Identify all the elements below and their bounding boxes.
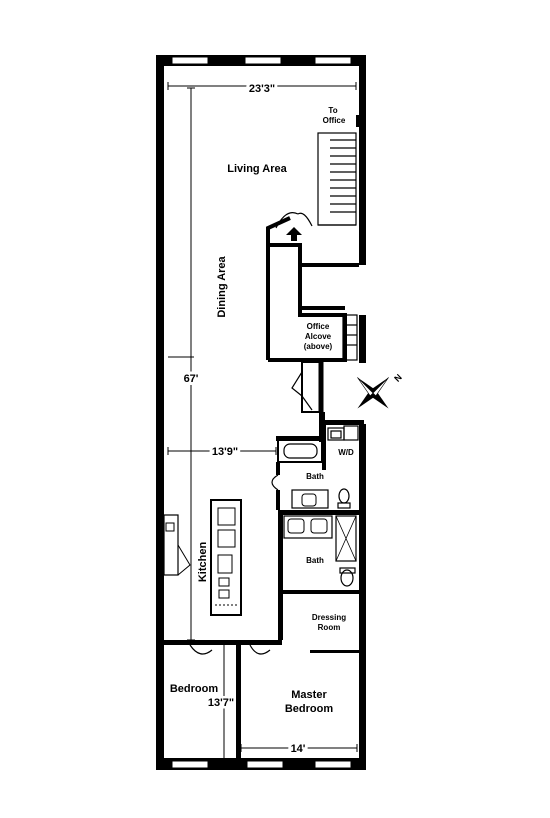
lower-bath-label: Bath: [306, 556, 324, 565]
wd-label: W/D: [338, 448, 354, 457]
overall-width-label: 23'3": [249, 83, 275, 95]
to-office-label-2: Office: [323, 116, 346, 125]
interior-walls: [164, 510, 360, 758]
dressing-room-label-2: Room: [318, 623, 341, 632]
upper-bath-label: Bath: [306, 472, 324, 481]
bedroom-doors: [189, 644, 271, 655]
kitchen-fixtures: [163, 499, 242, 616]
compass-north-label: N: [392, 372, 404, 384]
kitchen-label: Kitchen: [197, 542, 209, 583]
overall-length-label: 67': [184, 373, 199, 385]
living-area-label: Living Area: [227, 163, 287, 175]
master-width-label: 14': [291, 743, 306, 755]
closet-walls: [291, 361, 324, 413]
stairs: [317, 132, 358, 361]
upper-bath: [271, 439, 351, 510]
dimension-lines: [167, 82, 358, 758]
bedroom-label: Bedroom: [170, 683, 219, 695]
top-windows: [171, 56, 352, 65]
bottom-windows: [171, 760, 352, 769]
office-door-marker: [356, 115, 361, 127]
bath-divider: [278, 510, 361, 515]
stair-up-arrow-icon: [286, 227, 302, 241]
dining-area-label: Dining Area: [216, 255, 228, 317]
office-alcove-label-1: Office: [307, 322, 330, 331]
office-alcove-label-3: (above): [304, 342, 333, 351]
to-office-label: To: [328, 106, 337, 115]
dressing-room-label-1: Dressing: [312, 613, 346, 622]
mid-width-label: 13'9": [212, 446, 238, 458]
entry-door: [275, 212, 313, 229]
office-alcove-label-2: Alcove: [305, 332, 332, 341]
laundry-closet: [327, 425, 359, 441]
mid-walls: [276, 412, 364, 470]
lower-bath: [283, 515, 357, 587]
compass-icon: [357, 377, 389, 409]
master-bedroom-label-2: Bedroom: [285, 703, 334, 715]
master-bedroom-label-1: Master: [291, 689, 327, 701]
bedroom-width-label: 13'7": [208, 697, 234, 709]
